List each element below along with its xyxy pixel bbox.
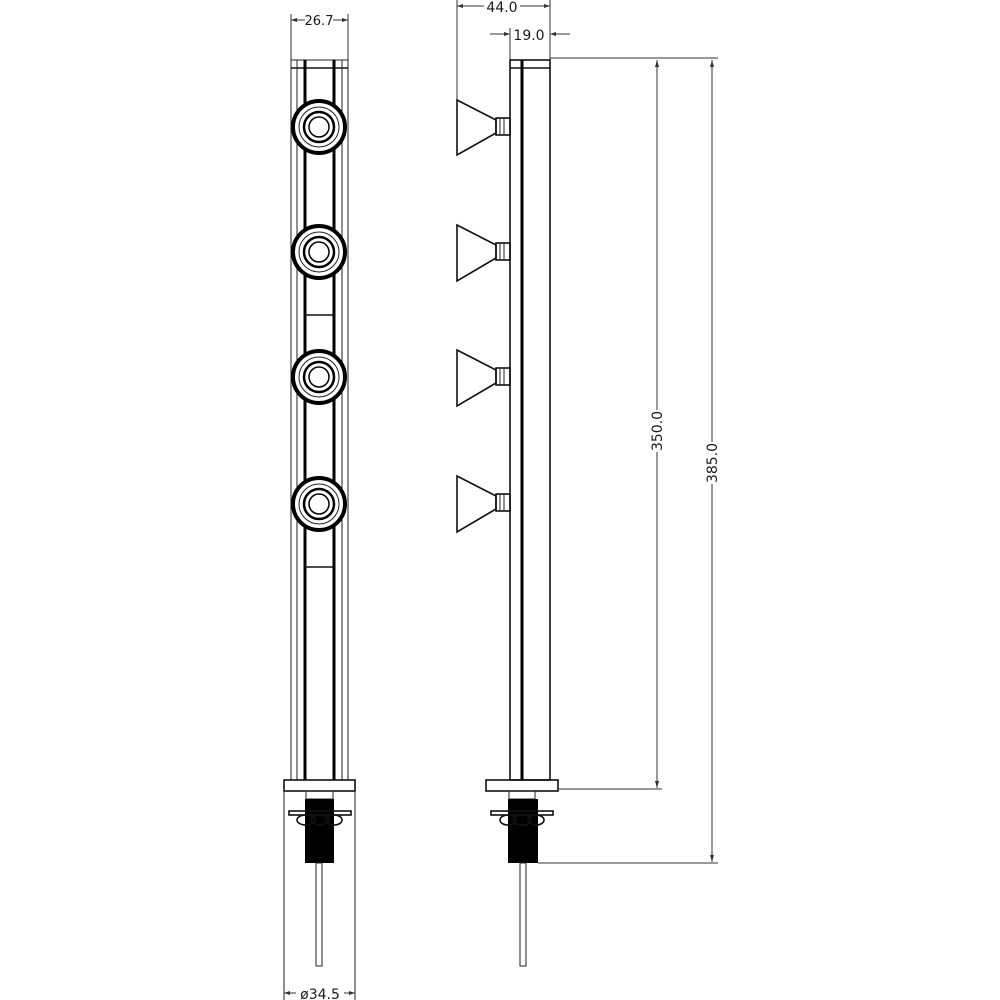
height-dimension-350: 350.0: [650, 60, 666, 788]
dim-label-26-7: 26.7: [305, 14, 334, 29]
dim-label-350: 350.0: [650, 411, 666, 451]
dim-label-34-5: ø34.5: [300, 987, 340, 1000]
post-outline: [290, 59, 349, 781]
side-cable: [519, 862, 527, 967]
spotlight-front-3: [291, 349, 347, 405]
spotlight-front-2: [291, 224, 347, 280]
width-dimension-44: 44.0: [456, 0, 551, 100]
dim-label-385: 385.0: [705, 443, 721, 483]
side-base-plate: [485, 779, 559, 792]
spotlight-side-3: [456, 348, 511, 408]
side-nut: [499, 814, 545, 826]
spotlight-front-1: [291, 99, 347, 155]
dim-label-19: 19.0: [513, 28, 544, 44]
threaded-stem: [305, 799, 334, 863]
spotlight-front-4: [291, 476, 347, 532]
side-view: 44.0 19.0: [456, 0, 721, 967]
dim-label-44: 44.0: [486, 0, 517, 16]
front-view: 26.7: [283, 14, 356, 1000]
nut: [296, 814, 343, 826]
spotlight-side-1: [456, 98, 511, 157]
height-dimension-385: 385.0: [705, 60, 721, 862]
spotlight-side-4: [456, 474, 511, 534]
width-dimension-26-7: 26.7: [290, 14, 349, 60]
base-dimension-34-5: ø34.5: [284, 987, 355, 1000]
side-threaded-stem: [508, 799, 538, 863]
width-dimension-19: 19.0: [490, 28, 570, 60]
base-plate: [283, 779, 356, 792]
cable: [315, 862, 323, 967]
side-post-outline: [509, 59, 551, 781]
spotlight-side-2: [456, 223, 511, 283]
